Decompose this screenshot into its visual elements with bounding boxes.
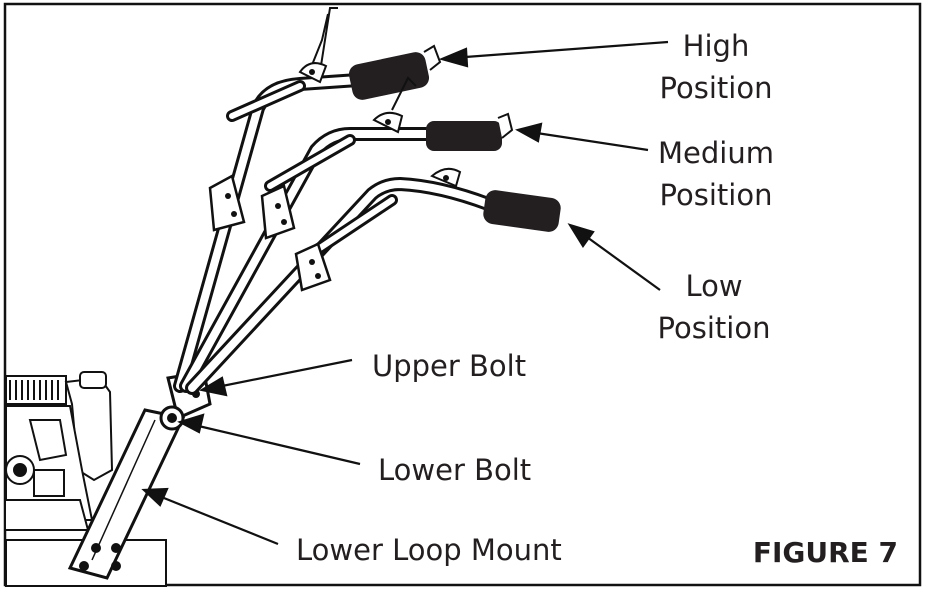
- label-upper-bolt: Upper Bolt: [372, 349, 526, 383]
- handle-high-position: [173, 7, 442, 393]
- callout-arrows: [141, 40, 669, 546]
- handle-low-position: [185, 167, 561, 395]
- label-lower-loop-mount: Lower Loop Mount: [296, 533, 562, 567]
- label-low-position: Position: [658, 311, 771, 345]
- arrow-high: [451, 40, 669, 60]
- label-high: High: [683, 29, 750, 63]
- engine-illustration: [5, 371, 167, 587]
- label-high-position: Position: [660, 71, 773, 105]
- figure-border: [3, 2, 922, 587]
- arrow-upper-bolt: [211, 358, 353, 390]
- figure-number: FIGURE 7: [753, 536, 898, 569]
- label-medium: Medium: [658, 136, 774, 170]
- arrow-medium: [529, 130, 649, 152]
- arrow-low: [579, 231, 661, 291]
- arrow-lower-loop-mount: [153, 492, 279, 546]
- handle-medium-position: [179, 76, 514, 393]
- arrow-lower-bolt: [189, 422, 361, 466]
- label-medium-position: Position: [660, 178, 773, 212]
- label-low: Low: [685, 269, 742, 303]
- lower-loop-mount: [67, 408, 186, 580]
- label-lower-bolt: Lower Bolt: [378, 453, 531, 487]
